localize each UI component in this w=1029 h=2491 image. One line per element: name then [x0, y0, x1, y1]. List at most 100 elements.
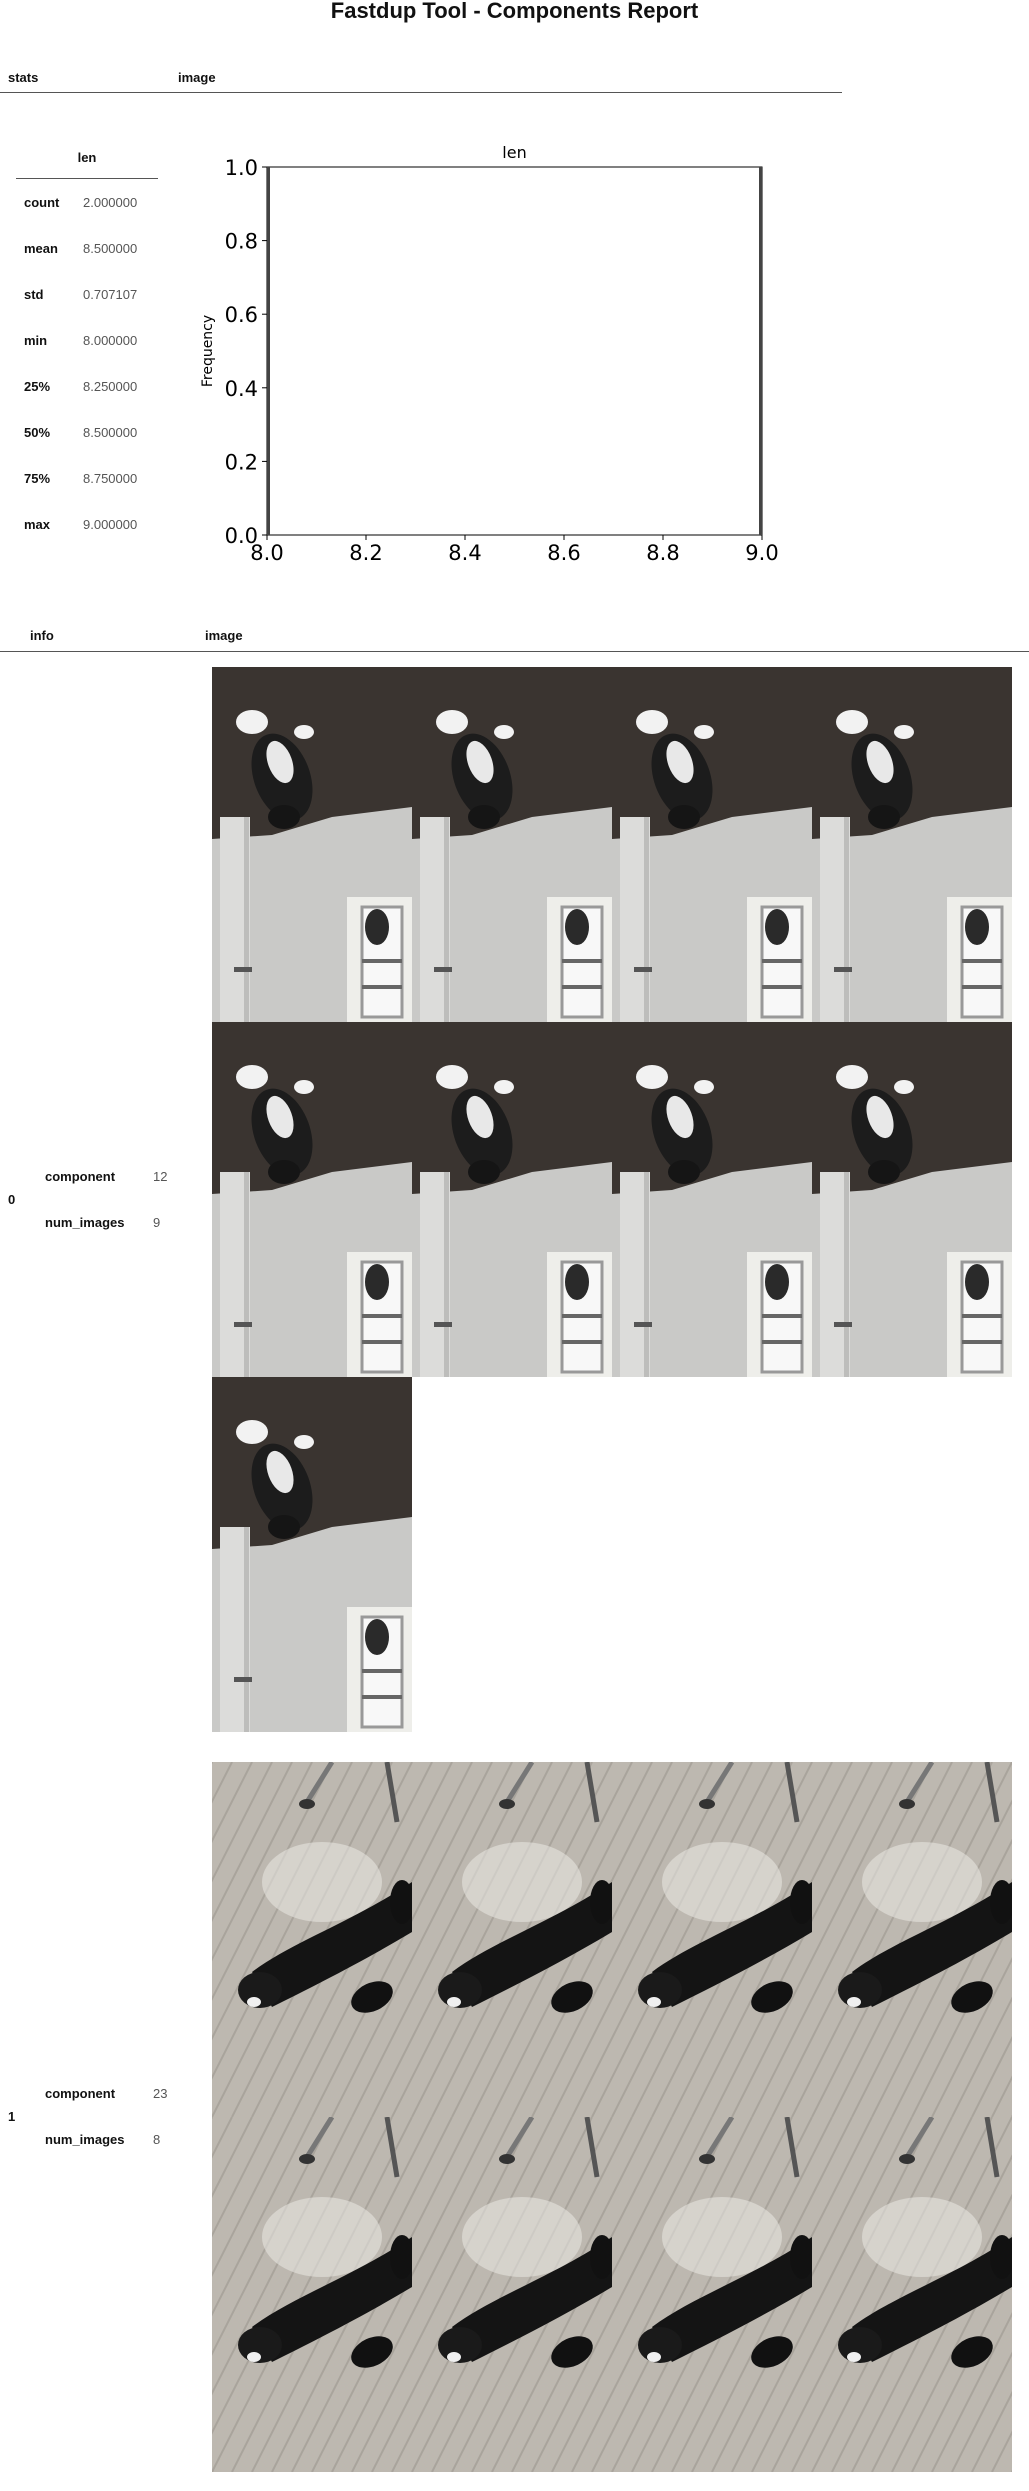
- stat-value: 2.000000: [83, 195, 138, 210]
- histogram-bar: [267, 167, 270, 535]
- component-thumbnail[interactable]: [612, 1762, 812, 2117]
- stat-value: 8.500000: [83, 425, 138, 440]
- component-thumbnail[interactable]: [812, 1762, 1012, 2117]
- stats-table-header: len: [16, 150, 158, 179]
- component-index: 0: [8, 1191, 16, 1207]
- stat-value: 8.500000: [83, 241, 138, 256]
- x-tick-label: 8.4: [448, 541, 481, 565]
- y-tick-label: 0.2: [225, 450, 258, 474]
- x-tick-label: 8.0: [250, 541, 283, 565]
- component-thumbnail[interactable]: [212, 2117, 412, 2472]
- x-tick-label: 8.6: [547, 541, 580, 565]
- component-thumbnail[interactable]: [412, 1762, 612, 2117]
- field-value: 8: [153, 2132, 161, 2147]
- component-thumbnail[interactable]: [812, 1022, 1012, 1377]
- component-thumbnail[interactable]: [812, 667, 1012, 1022]
- x-tick-label: 8.8: [646, 541, 679, 565]
- component-field: num_images 8: [45, 2132, 185, 2148]
- component-thumbnail[interactable]: [412, 667, 612, 1022]
- thumbnail-image: [412, 1762, 612, 2117]
- x-tick-label: 9.0: [745, 541, 778, 565]
- stat-value: 8.000000: [83, 333, 138, 348]
- thumbnail-image: [612, 2117, 812, 2472]
- plot-frame: [266, 166, 763, 536]
- stat-label: 50%: [24, 425, 51, 440]
- len-column-label: len: [77, 150, 97, 165]
- thumbnail-image: [212, 1377, 412, 1732]
- component-thumbnail[interactable]: [212, 1762, 412, 2117]
- thumbnail-image: [212, 2117, 412, 2472]
- component-index: 1: [8, 2109, 16, 2124]
- component-thumbnail[interactable]: [612, 1022, 812, 1377]
- thumbnail-image: [812, 667, 1012, 1022]
- component-thumbnail[interactable]: [612, 2117, 812, 2472]
- y-tick-label: 1.0: [225, 156, 258, 180]
- stat-label: mean: [24, 241, 58, 256]
- component-thumbnail[interactable]: [412, 2117, 612, 2472]
- thumbnail-image: [612, 667, 812, 1022]
- field-value: 9: [153, 1214, 161, 1230]
- stats-row: count 2.000000: [16, 195, 158, 211]
- component-field: component 23: [45, 2086, 185, 2102]
- field-label: num_images: [45, 2132, 125, 2147]
- thumbnail-image: [212, 1022, 412, 1377]
- thumbnail-image: [612, 1022, 812, 1377]
- thumbnail-image: [612, 1762, 812, 2117]
- stat-value: 8.250000: [83, 379, 138, 394]
- info-header: info image: [0, 625, 1029, 652]
- thumbnail-image: [812, 2117, 1012, 2472]
- component-thumbnail[interactable]: [212, 1377, 412, 1732]
- component-field: num_images 9: [45, 1215, 185, 1231]
- stat-label: count: [24, 195, 60, 210]
- y-tick-label: 0.0: [225, 524, 258, 548]
- stat-label: min: [24, 333, 48, 348]
- stats-row: 25% 8.250000: [16, 379, 158, 395]
- image-column-header: image: [178, 70, 216, 85]
- component-thumbnail[interactable]: [812, 2117, 1012, 2472]
- field-value: 23: [153, 2086, 168, 2101]
- report-title: Fastdup Tool - Components Report: [330, 0, 699, 23]
- stat-value: 8.750000: [83, 471, 138, 486]
- stats-header: stats image: [0, 66, 842, 93]
- component-thumbnail[interactable]: [412, 1022, 612, 1377]
- y-tick-label: 0.8: [225, 230, 258, 254]
- thumbnail-image: [212, 667, 412, 1022]
- stats-row: std 0.707107: [16, 287, 158, 303]
- stat-label: std: [24, 287, 44, 302]
- stats-row: min 8.000000: [16, 333, 158, 349]
- info-column-header: info: [30, 628, 54, 643]
- stats-table: len: [16, 150, 158, 179]
- thumbnail-image: [212, 1762, 412, 2117]
- thumbnail-image: [412, 2117, 612, 2472]
- field-value: 12: [153, 1168, 168, 1184]
- histogram-bar: [759, 167, 762, 535]
- component-field: component 12: [45, 1169, 185, 1185]
- component-thumbnail[interactable]: [212, 1022, 412, 1377]
- image-column-header-2: image: [205, 628, 243, 643]
- stats-row: 50% 8.500000: [16, 425, 158, 441]
- thumbnail-image: [412, 1022, 612, 1377]
- stat-label: max: [24, 517, 51, 532]
- component-thumbnail[interactable]: [612, 667, 812, 1022]
- stat-value: 9.000000: [83, 517, 138, 532]
- component-thumbnail[interactable]: [212, 667, 412, 1022]
- field-label: component: [45, 1168, 116, 1184]
- len-histogram: 8.0 8.2 8.4 8.6 8.8 9.0 0.0 0.2 0.4 0.6 0.8 1.0 lenF…: [200, 143, 779, 565]
- field-label: num_images: [45, 1214, 125, 1230]
- chart-title: len: [502, 143, 526, 162]
- stats-row: max 9.000000: [16, 517, 158, 533]
- y-axis-label: Frequency: [200, 315, 216, 387]
- y-tick-label: 0.6: [225, 303, 258, 327]
- stat-value: 0.707107: [83, 287, 138, 302]
- x-tick-label: 8.2: [349, 541, 382, 565]
- thumbnail-image: [412, 667, 612, 1022]
- thumbnail-image: [812, 1762, 1012, 2117]
- y-tick-label: 0.4: [225, 377, 258, 401]
- field-label: component: [45, 2086, 116, 2101]
- stat-label: 25%: [24, 379, 51, 394]
- thumbnail-image: [812, 1022, 1012, 1377]
- stat-label: 75%: [24, 471, 51, 486]
- stats-row: mean 8.500000: [16, 241, 158, 257]
- stats-column-header: stats: [8, 70, 39, 85]
- stats-row: 75% 8.750000: [16, 471, 158, 487]
